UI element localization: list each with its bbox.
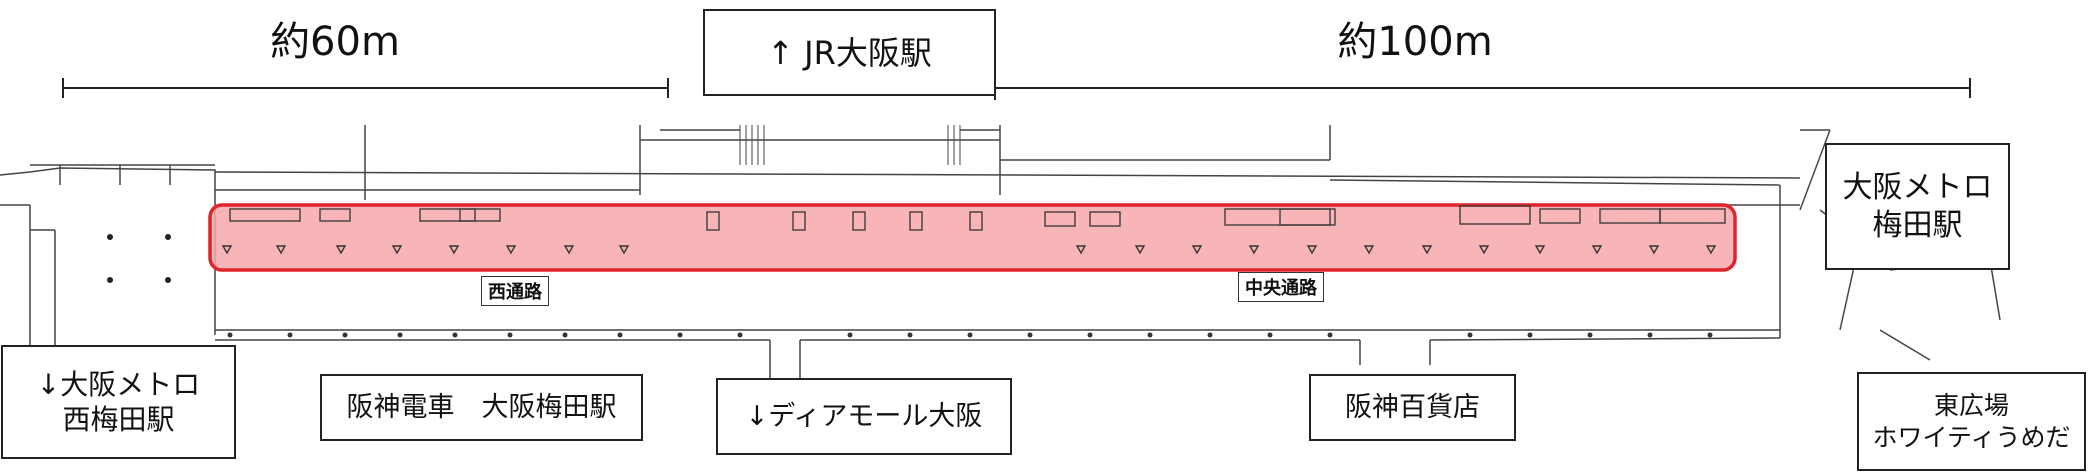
label-jr-osaka-station: ↑ JR大阪駅 bbox=[703, 9, 996, 96]
label-line-1: ↓大阪メトロ bbox=[36, 368, 201, 401]
label-line-2: ホワイティうめだ bbox=[1872, 422, 2071, 452]
label-diamor-osaka: ↓ディアモール大阪 bbox=[716, 378, 1012, 455]
label-text: 阪神電車 大阪梅田駅 bbox=[346, 391, 617, 423]
wall-posts bbox=[227, 332, 1713, 338]
label-line-1: 大阪メトロ bbox=[1842, 170, 1993, 205]
label-text: 阪神百貨店 bbox=[1345, 391, 1480, 423]
dimension-line-east bbox=[994, 78, 1971, 100]
label-text: ↑ JR大阪駅 bbox=[767, 33, 932, 72]
label-line-2: 西梅田駅 bbox=[62, 403, 175, 436]
label-hanshin-department-store: 阪神百貨店 bbox=[1309, 374, 1516, 441]
label-central-passage: 中央通路 bbox=[1238, 272, 1324, 302]
dimension-line-west bbox=[62, 78, 669, 98]
label-metro-nishiumeda-station: ↓大阪メトロ 西梅田駅 bbox=[1, 345, 236, 459]
label-line-1: 東広場 bbox=[1933, 391, 2009, 421]
highlighted-corridor bbox=[208, 203, 1737, 272]
label-text: ↓ディアモール大阪 bbox=[745, 400, 983, 432]
label-line-2: 梅田駅 bbox=[1872, 207, 1963, 243]
dimension-east: 約100m bbox=[1337, 19, 1493, 65]
label-hanshin-umeda-station: 阪神電車 大阪梅田駅 bbox=[320, 374, 643, 441]
label-east-plaza: 東広場 ホワイティうめだ bbox=[1857, 372, 2086, 471]
stairs bbox=[739, 125, 961, 165]
columns bbox=[107, 234, 171, 283]
dimension-west: 約60m bbox=[270, 19, 400, 65]
label-west-passage: 西通路 bbox=[481, 276, 549, 306]
ceiling-markers bbox=[221, 245, 1717, 255]
corridor-fixtures bbox=[229, 205, 1726, 231]
label-metro-umeda-station: 大阪メトロ 梅田駅 bbox=[1825, 143, 2010, 270]
